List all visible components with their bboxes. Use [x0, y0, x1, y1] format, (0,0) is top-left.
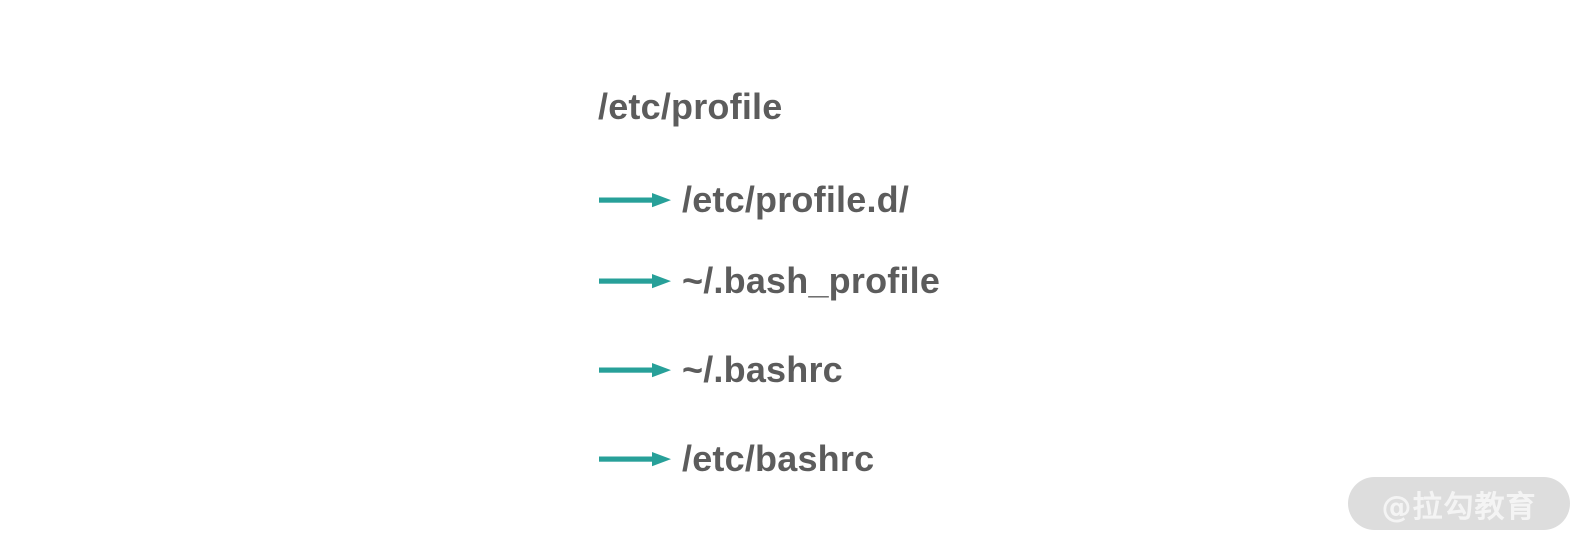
child-row-3: ~/.bashrc — [598, 347, 843, 393]
arrow-right-icon — [599, 193, 671, 208]
child-row-2: ~/.bash_profile — [598, 258, 940, 304]
child-label-3: ~/.bashrc — [682, 349, 843, 390]
root-node-label: /etc/profile — [598, 86, 783, 127]
arrow-right-icon — [599, 363, 671, 378]
child-row-1: /etc/profile.d/ — [598, 177, 909, 223]
arrow-right-icon — [599, 274, 671, 289]
arrow-right-icon — [599, 452, 671, 467]
child-label-2: ~/.bash_profile — [682, 260, 941, 301]
watermark-text: @拉勾教育 — [1381, 489, 1537, 525]
watermark-badge: @拉勾教育 — [1348, 477, 1570, 530]
child-row-4: /etc/bashrc — [598, 436, 874, 482]
child-label-1: /etc/profile.d/ — [682, 179, 910, 220]
child-label-4: /etc/bashrc — [682, 438, 875, 479]
